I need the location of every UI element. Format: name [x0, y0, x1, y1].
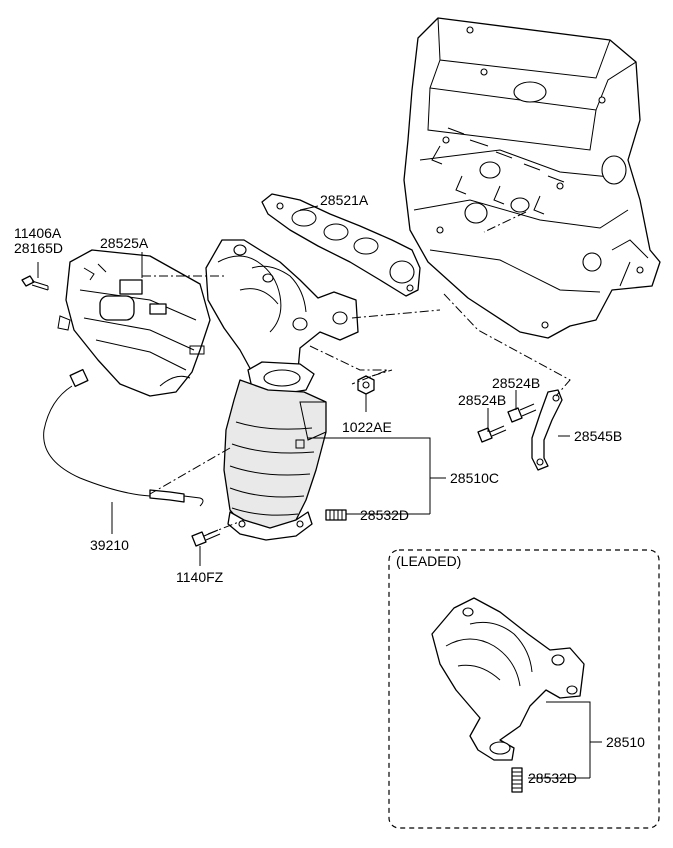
- leaded-variant-panel: [388, 549, 660, 829]
- oxygen-sensor: [43, 368, 204, 507]
- bolt-1140FZ: [191, 529, 221, 547]
- bracket-28545B: [531, 389, 563, 471]
- bolt-11406A: [21, 275, 49, 291]
- heat-shield: [57, 249, 211, 397]
- label-1140FZ: 1140FZ: [176, 569, 224, 585]
- bolt-28524B-lower: [477, 425, 507, 443]
- label-28545B: 28545B: [574, 428, 622, 444]
- engine-block: [403, 17, 661, 339]
- label-28521A: 28521A: [320, 192, 369, 208]
- leader-lines: [37, 205, 570, 566]
- label-28524B-upper: 28524B: [492, 375, 540, 391]
- stud-28532D: [325, 509, 347, 521]
- part-labels: 11406A 28165D 28525A 28521A 39210 1022AE…: [14, 192, 645, 786]
- label-11406A: 11406A: [14, 225, 62, 241]
- label-1022AE: 1022AE: [342, 419, 392, 435]
- label-28532D-leaded: 28532D: [528, 770, 577, 786]
- bolt-28524B-upper: [507, 403, 537, 423]
- label-28165D: 28165D: [14, 240, 63, 256]
- label-28524B-lower: 28524B: [458, 392, 506, 408]
- label-28532D: 28532D: [360, 507, 409, 523]
- label-leaded: (LEADED): [396, 553, 461, 569]
- assembly-lines: [142, 211, 571, 535]
- nut-1022AE: [357, 375, 375, 395]
- label-28525A: 28525A: [100, 235, 149, 251]
- label-28510: 28510: [606, 734, 645, 750]
- label-39210: 39210: [90, 537, 129, 553]
- label-28510C: 28510C: [450, 470, 499, 486]
- manifold-catalyst-assembly: [205, 239, 359, 541]
